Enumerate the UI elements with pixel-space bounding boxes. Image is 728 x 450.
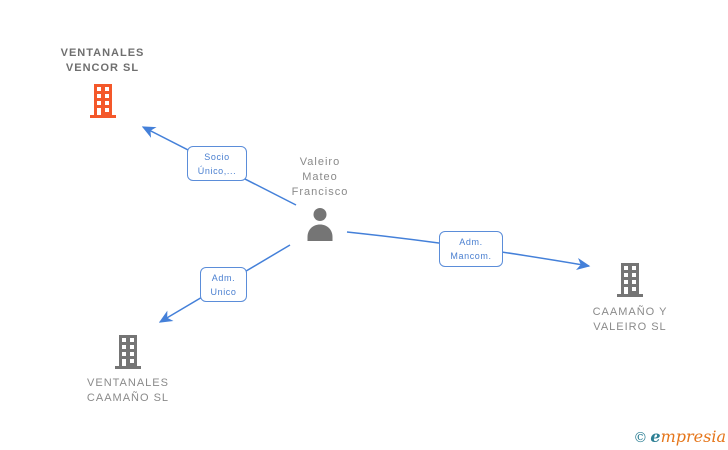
company-node-ventanales-vencor[interactable]: VENTANALES VENCOR SL: [30, 46, 175, 118]
edge-label-line: Socio: [204, 151, 230, 162]
empresia-watermark-link[interactable]: ©empresia: [633, 428, 726, 447]
building-icon: [89, 84, 116, 118]
copyright-icon: ©: [633, 430, 648, 446]
company-name: VENTANALES CAAMAÑO SL: [87, 376, 169, 406]
company-node-caamano-y-valeiro[interactable]: CAAMAÑO Y VALEIRO SL: [580, 263, 680, 335]
person-name: Valeiro Mateo Francisco: [292, 155, 349, 200]
edge-label-socio-unico: Socio Único,...: [187, 146, 247, 181]
building-icon: [115, 335, 141, 369]
person-name-line: Mateo: [302, 171, 338, 183]
edge-label-line: Adm.: [211, 272, 236, 283]
person-node-valeiro-mateo-francisco[interactable]: Valeiro Mateo Francisco: [270, 155, 370, 241]
company-name-line: VENCOR SL: [65, 62, 140, 74]
edge-label-adm-unico: Adm. Unico: [200, 267, 247, 302]
company-name-line: VENTANALES: [60, 47, 145, 59]
building-icon: [617, 263, 643, 297]
person-name-line: Valeiro: [299, 156, 341, 168]
company-name-line: VALEIRO SL: [593, 321, 667, 333]
company-name: VENTANALES VENCOR SL: [61, 46, 145, 76]
edge-label-line: Adm.: [459, 237, 483, 247]
edge-label-line: Mancom.: [450, 251, 492, 261]
edge-label-line: Único,...: [197, 165, 237, 176]
brand-text: mpresia: [660, 427, 726, 446]
company-node-ventanales-caamano[interactable]: VENTANALES CAAMAÑO SL: [78, 335, 178, 406]
company-name: CAAMAÑO Y VALEIRO SL: [593, 305, 668, 335]
company-name-line: VENTANALES: [87, 377, 169, 389]
brand-initial: e: [650, 427, 661, 446]
company-name-line: CAAMAÑO SL: [86, 392, 170, 404]
person-icon: [305, 207, 335, 241]
person-name-line: Francisco: [291, 186, 349, 198]
edge-label-line: Unico: [210, 286, 237, 297]
company-name-line: CAAMAÑO Y: [592, 306, 668, 318]
edge-label-adm-mancom: Adm. Mancom.: [439, 231, 503, 267]
